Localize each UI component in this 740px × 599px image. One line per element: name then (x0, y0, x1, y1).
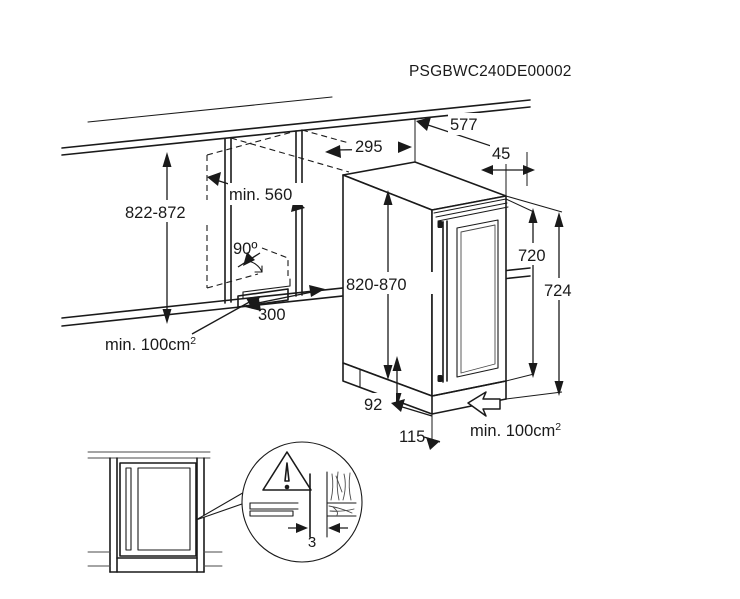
label-panel-gap: 3 (308, 534, 316, 551)
front-elevation-view (87, 451, 223, 573)
label-door-height-724: 724 (544, 282, 572, 300)
dimension-appliance-height: 820-870 (344, 190, 436, 380)
wood-grain-icon (326, 471, 357, 538)
drawing-title: PSGBWC240DE00002 (409, 63, 572, 80)
label-door-offset-45: 45 (492, 145, 510, 163)
label-vent-area-bottom: min. 100cm2 (470, 421, 561, 440)
warning-triangle-icon (262, 451, 312, 491)
dimension-niche-depth: min. 560 (207, 172, 328, 212)
label-niche-height: 822-872 (125, 204, 186, 222)
toe-kick-vent (237, 278, 291, 308)
label-niche-depth: min. 560 (229, 186, 292, 204)
dimension-door-height-720: 720 (505, 198, 560, 382)
hinge-angle-marker: 90º (233, 240, 289, 276)
label-hinge-angle: 90º (233, 240, 257, 258)
appliance-door (433, 198, 509, 383)
dimension-door-offset-45: 45 (481, 142, 535, 186)
label-door-height-720: 720 (518, 247, 546, 265)
detail-callout-circle: 3 (241, 441, 363, 563)
label-plinth-depth: 115 (399, 428, 425, 446)
label-appliance-height: 820-870 (346, 276, 407, 294)
dimension-niche-height: 822-872 (124, 152, 216, 324)
label-vent-depth: 300 (258, 306, 286, 324)
dimension-plinth-depth: 115 (391, 399, 441, 450)
label-appliance-depth: 577 (450, 116, 478, 134)
dimension-door-height-724: 724 (505, 195, 586, 400)
label-offset-295: 295 (355, 138, 383, 156)
dimension-offset-295: 295 (325, 135, 412, 158)
label-plinth-height: 92 (364, 396, 382, 414)
dimension-panel-gap: 3 (288, 523, 348, 551)
dimension-vent-depth: 300 (245, 285, 325, 324)
vent-area-top-callout: min. 100cm2 (105, 296, 261, 354)
dimension-plinth-height: 92 (362, 356, 402, 415)
airflow-arrow-icon (467, 391, 501, 417)
label-vent-area-top: min. 100cm2 (105, 335, 196, 354)
